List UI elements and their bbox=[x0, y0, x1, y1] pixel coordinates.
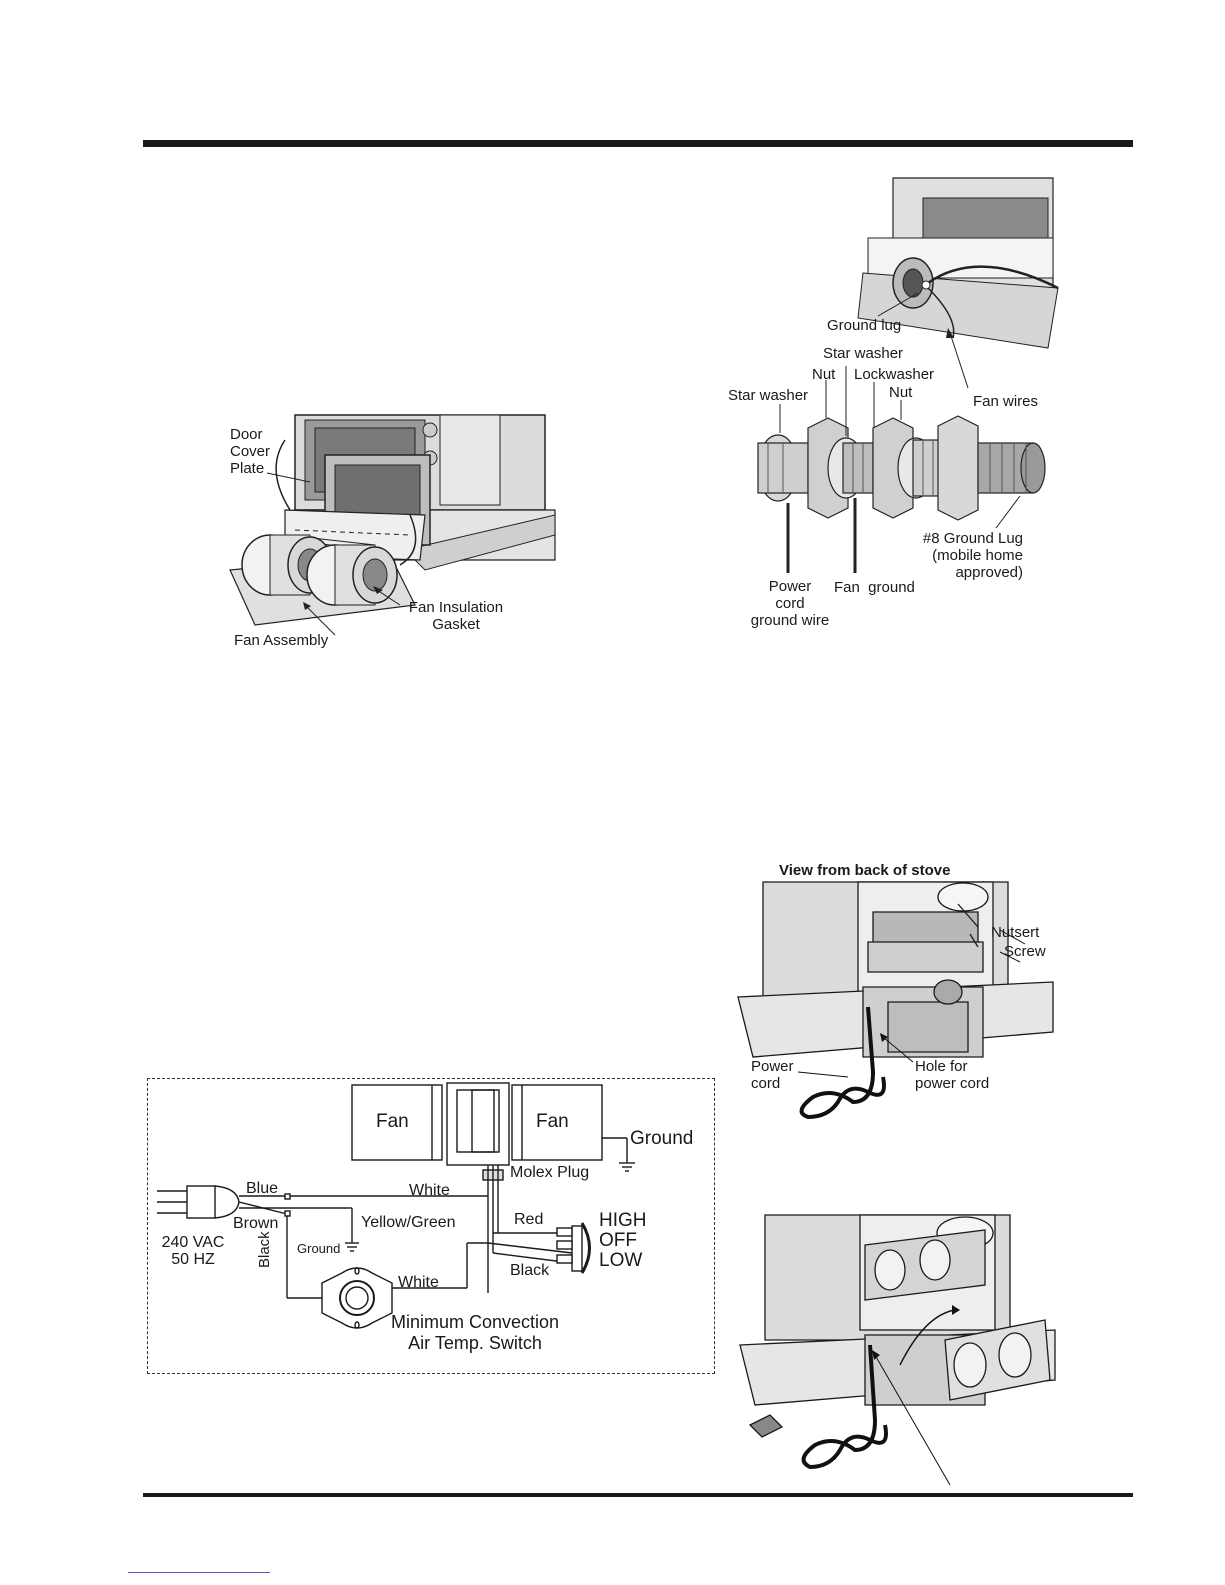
lockwasher-label: Lockwasher bbox=[854, 366, 935, 383]
star-washer-left-label: Star washer bbox=[728, 387, 809, 404]
door-cover-plate-label: Door Cover Plate bbox=[230, 426, 271, 477]
fan-ground-label: Fan ground bbox=[834, 579, 915, 596]
hole-for-power-cord-label: Hole for power cord bbox=[915, 1058, 990, 1092]
ground-label: Ground bbox=[630, 1128, 694, 1149]
fan-wires-label: Fan wires bbox=[973, 393, 1039, 410]
switch-off: OFF bbox=[599, 1230, 637, 1251]
nut-left-label: Nut bbox=[812, 366, 836, 383]
header-rule bbox=[143, 140, 1133, 147]
ground-lug-label: Ground lug bbox=[827, 317, 902, 334]
footer-link-underline[interactable] bbox=[128, 1572, 270, 1573]
molex-plug-label: Molex Plug bbox=[510, 1164, 590, 1181]
black-wire-label: Black bbox=[510, 1262, 550, 1279]
fan-assembly-illustration bbox=[229, 414, 556, 636]
yellow-green-wire-label: Yellow/Green bbox=[361, 1214, 456, 1231]
footer-rule bbox=[143, 1493, 1133, 1497]
nutsert-label: Nutsert bbox=[991, 924, 1040, 941]
brown-wire-label: Brown bbox=[233, 1215, 279, 1232]
voltage-label: 240 VAC 50 HZ bbox=[161, 1234, 225, 1268]
fan-assembly-figure: Door Cover Plate Fan Insulation Gasket F… bbox=[225, 410, 556, 660]
temp-switch-label: Minimum Convection Air Temp. Switch bbox=[390, 1312, 560, 1353]
fan-installed-illustration bbox=[739, 1214, 1056, 1486]
ground-lug-8-label: #8 Ground Lug (mobile home approved) bbox=[922, 530, 1023, 581]
fan-insulation-gasket-label: Fan Insulation Gasket bbox=[408, 599, 504, 633]
switch-positions-label: HIGH OFF LOW bbox=[599, 1211, 647, 1271]
power-cord-label: Power cord bbox=[751, 1058, 794, 1092]
fan-right-label: Fan bbox=[536, 1111, 569, 1132]
star-washer-top-label: Star washer bbox=[823, 345, 904, 362]
switch-low: LOW bbox=[599, 1250, 643, 1271]
wiring-diagram-frame bbox=[147, 1078, 715, 1374]
wiring-diagram-schematic bbox=[157, 1082, 635, 1329]
back-view-title: View from back of stove bbox=[779, 862, 951, 879]
screw-label: Screw bbox=[1004, 943, 1046, 960]
fan-assembly-label: Fan Assembly bbox=[234, 632, 329, 649]
black-vertical-wire-label: Black bbox=[256, 1231, 273, 1268]
blue-wire-label: Blue bbox=[246, 1180, 279, 1197]
nut-right-label: Nut bbox=[889, 384, 913, 401]
ground-small-label: Ground bbox=[297, 1241, 341, 1256]
power-cord-ground-wire-label: Power cord ground wire bbox=[750, 578, 830, 629]
white-top-wire-label: White bbox=[409, 1182, 450, 1199]
white-bottom-wire-label: White bbox=[398, 1274, 439, 1291]
back-view-figure: Nutsert Screw Power cord Hole for power … bbox=[737, 881, 1068, 1132]
ground-lug-figure: Ground lug Star washer Nut Lockwasher Nu… bbox=[728, 177, 1063, 629]
fan-left-label: Fan bbox=[376, 1111, 409, 1132]
fan-installed-figure bbox=[739, 1214, 1070, 1486]
wiring-diagram: Fan Fan Ground Molex Plug Blue White Bro… bbox=[147, 1078, 715, 1374]
ground-lug-illustration bbox=[757, 177, 1059, 573]
back-view-illustration bbox=[737, 881, 1054, 1120]
switch-high: HIGH bbox=[599, 1210, 647, 1231]
red-wire-label: Red bbox=[514, 1211, 544, 1228]
